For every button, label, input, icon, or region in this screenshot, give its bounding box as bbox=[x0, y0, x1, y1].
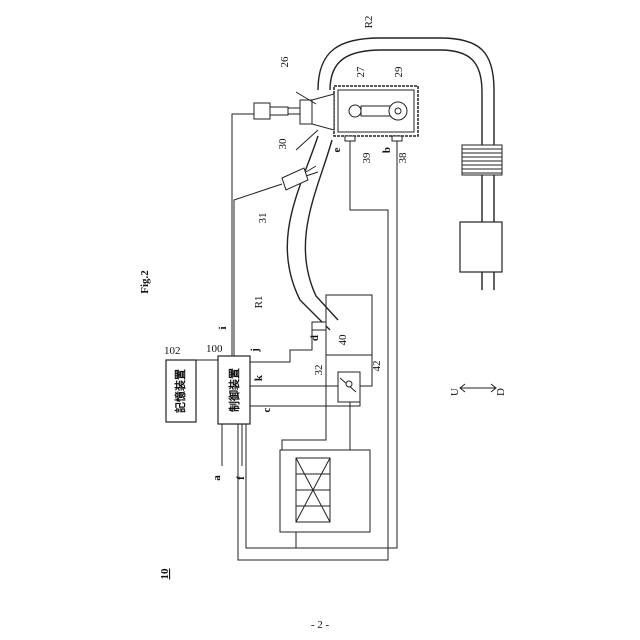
label-27: 27 bbox=[355, 66, 367, 78]
figure-title: Fig.2 bbox=[139, 270, 151, 294]
intake-pipe-r1 bbox=[287, 136, 338, 330]
page-number: - 2 - bbox=[311, 619, 330, 631]
direction-down-label: D bbox=[495, 388, 507, 396]
signal-a: a bbox=[211, 475, 223, 481]
label-r1: R1 bbox=[253, 296, 265, 309]
controller-label: 制御装置 bbox=[227, 368, 241, 412]
controller-ref: 100 bbox=[206, 343, 223, 355]
engine-cylinder bbox=[334, 86, 418, 141]
storage-ref: 102 bbox=[164, 345, 181, 357]
signal-d: d bbox=[309, 335, 321, 341]
injector-30 bbox=[254, 103, 300, 119]
muffler-ribs bbox=[462, 149, 502, 173]
exhaust-pipe-r2 bbox=[318, 38, 502, 290]
label-29: 29 bbox=[393, 66, 405, 78]
signal-j: j bbox=[249, 348, 261, 353]
label-32: 32 bbox=[313, 365, 325, 376]
direction-arrow bbox=[460, 384, 496, 392]
label-42: 42 bbox=[371, 361, 383, 372]
label-40: 40 bbox=[337, 334, 349, 346]
signal-b: b bbox=[381, 147, 393, 153]
valve-assembly-26 bbox=[296, 92, 334, 150]
label-r2: R2 bbox=[363, 16, 375, 29]
label-39: 39 bbox=[361, 152, 373, 164]
system-ref: 10 bbox=[159, 568, 171, 580]
signal-f: f bbox=[235, 476, 247, 480]
label-26: 26 bbox=[279, 56, 291, 68]
valve-32-42 bbox=[338, 372, 360, 402]
signal-c: c bbox=[261, 407, 273, 412]
label-31: 31 bbox=[257, 213, 269, 224]
label-38: 38 bbox=[397, 152, 409, 164]
signal-e: e bbox=[331, 147, 343, 152]
signal-k: k bbox=[253, 374, 265, 381]
fuel-tank bbox=[280, 450, 370, 532]
storage-label: 記憶装置 bbox=[173, 369, 187, 413]
signal-i: i bbox=[217, 326, 229, 329]
label-30: 30 bbox=[277, 138, 289, 150]
direction-up-label: U bbox=[449, 388, 461, 396]
